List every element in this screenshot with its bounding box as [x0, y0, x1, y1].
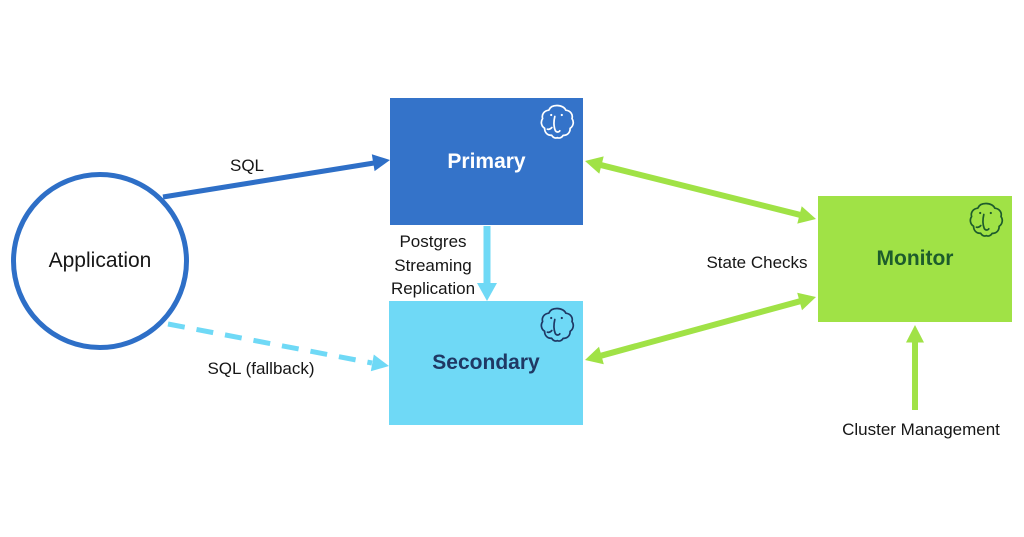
state-checks-secondary-line [600, 298, 801, 359]
sql-fallback-arrow [167, 321, 389, 372]
state-checks-primary-arrowhead-right [797, 206, 816, 224]
sql-fallback-edge-label: SQL (fallback) [207, 359, 315, 378]
sql-arrow-line [162, 160, 375, 200]
state-checks-arrow-secondary [585, 292, 816, 365]
state-checks-secondary-arrowhead-left [585, 346, 604, 365]
postgres-elephant-icon [969, 202, 1004, 237]
state-checks-primary-arrowhead-left [585, 156, 604, 174]
replication-arrowhead [477, 283, 497, 301]
primary-label: Primary [447, 149, 526, 173]
node-monitor: Monitor [818, 196, 1012, 322]
sql-fallback-arrow-line [167, 321, 373, 366]
sql-fallback-arrowhead [370, 354, 389, 372]
sql-arrow [162, 154, 390, 200]
postgres-elephant-icon [540, 104, 575, 139]
node-secondary: Secondary [389, 301, 583, 425]
sql-arrowhead [371, 154, 390, 172]
state-checks-primary-line [599, 161, 801, 218]
cluster-management-edge-label: Cluster Management [842, 420, 1000, 439]
application-label: Application [48, 249, 152, 272]
state-checks-edge-label: State Checks [706, 253, 808, 272]
secondary-label: Secondary [432, 351, 540, 374]
monitor-label: Monitor [876, 247, 954, 270]
cluster-management-arrow [906, 325, 924, 410]
node-application: Application [11, 172, 189, 350]
replication-arrow [477, 226, 497, 301]
node-primary: Primary [390, 98, 583, 225]
state-checks-arrow-primary [585, 156, 816, 224]
replication-edge-label: Postgres Streaming Replication [390, 231, 476, 298]
cluster-management-arrowhead [906, 325, 924, 343]
postgres-elephant-icon [540, 307, 575, 342]
sql-edge-label: SQL [229, 156, 265, 175]
state-checks-secondary-arrowhead-right [797, 292, 816, 311]
